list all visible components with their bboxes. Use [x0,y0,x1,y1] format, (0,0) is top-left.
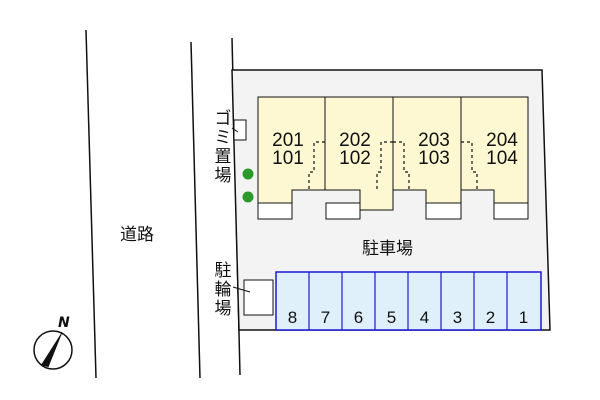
tree-icon [242,168,254,180]
bicycle-parking-box [243,279,274,316]
parking-label: 駐車場 [362,239,413,259]
parking-slot-number: 8 [287,308,298,327]
road-label: 道路 [120,225,154,245]
north-arrow-icon [33,330,73,370]
parking-slot-number: 4 [419,308,430,327]
parking-slot-number: 6 [353,308,364,327]
garbage-station [233,119,247,141]
parking-slot-number: 5 [386,308,397,327]
garbage-station-label: ゴ ミ 置 場 [214,109,232,186]
parking-slots [275,271,542,331]
road-edge-right [190,41,201,379]
parking-slot-number: 2 [485,308,496,327]
building [257,96,529,220]
tree-icon [242,191,254,203]
road-edge-left [85,29,97,379]
bicycle-parking-label: 駐 輪 場 [214,261,232,319]
compass-north-label: N [58,315,70,331]
parking-slot-number: 7 [320,308,331,327]
parking-slot-number: 3 [452,308,463,327]
parking-slot-number: 1 [518,308,529,327]
